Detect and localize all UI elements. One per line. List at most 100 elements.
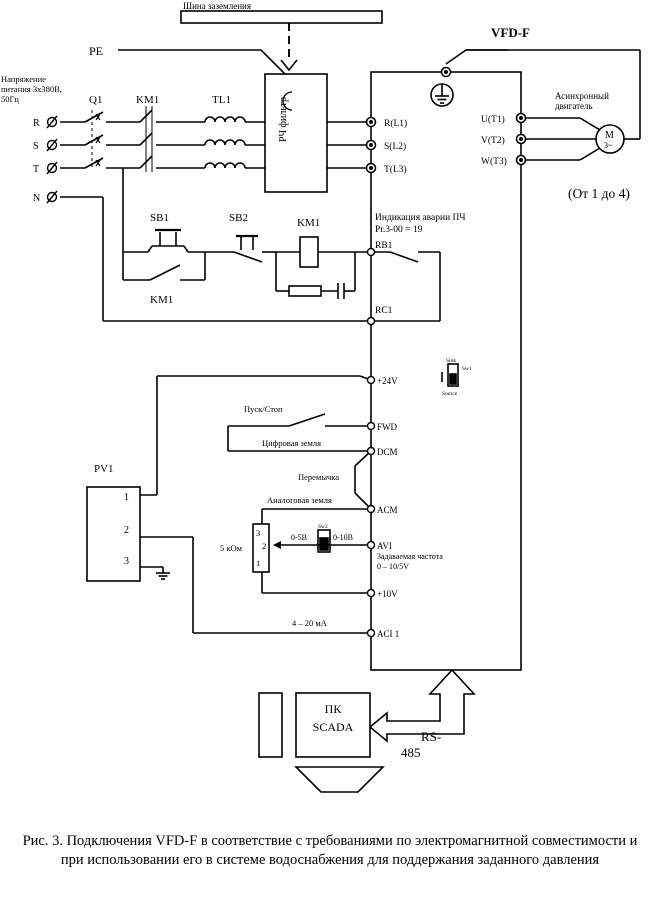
terminal-dcm <box>366 446 376 456</box>
pv1-box <box>86 486 141 582</box>
sw1-lever <box>449 373 457 385</box>
pe-wire-slant <box>260 49 286 75</box>
current-label: 4 – 20 мА <box>292 618 328 628</box>
terminal-avi <box>366 540 376 550</box>
sb1-contact-r <box>183 245 189 253</box>
fwd-label: FWD <box>377 422 398 432</box>
sw1-switch <box>447 363 459 387</box>
input-term-s: S(L2) <box>384 141 406 152</box>
ground-bus-label: Шина заземления <box>183 1 251 11</box>
pot-pin-3: 3 <box>256 528 260 538</box>
phase-n: N <box>33 193 40 204</box>
figure-caption: Рис. 3. Подключения VFD-F в соответствие… <box>22 833 638 868</box>
p10-label: +10V <box>377 589 398 599</box>
supply-terminal-s-slash <box>46 138 58 152</box>
q1-blade-s <box>84 134 104 146</box>
setpoint-line-2: 0 – 10/5V <box>377 562 409 571</box>
rs485-arrow <box>368 668 476 743</box>
vfd-title: VFD-F <box>491 25 530 40</box>
startstop-blade <box>288 413 326 427</box>
sink-label: Sink <box>446 358 456 364</box>
range-0-10v: 0-10В <box>333 533 353 542</box>
alarm-line-1: Индикация аварии ПЧ <box>375 213 466 223</box>
relay-blade <box>389 251 419 263</box>
terminal-aci <box>366 628 376 638</box>
pv1-pin-1: 1 <box>124 492 129 503</box>
w-wire-slant <box>579 147 601 161</box>
terminal-s-dot <box>369 143 373 147</box>
filter-label: РЧ фильтр <box>278 97 289 142</box>
jumper-label: Перемычка <box>298 472 339 482</box>
dcm-label: DCM <box>377 447 398 457</box>
supply-terminal-t <box>46 162 58 174</box>
phase-s: S <box>33 141 39 152</box>
terminal-10v <box>366 588 376 598</box>
km1-label: KM1 <box>136 94 159 106</box>
terminal-acm <box>366 504 376 514</box>
output-term-w: W(T3) <box>481 156 507 167</box>
setpoint-line-1: Задаваемая частота <box>377 552 443 561</box>
sb1-label: SB1 <box>150 212 169 224</box>
input-term-r: R(L1) <box>384 118 407 129</box>
pumps-note: (От 1 до 4) <box>568 186 630 201</box>
pv1-pin-2: 2 <box>124 525 129 536</box>
pe-label: PE <box>89 44 103 58</box>
pot-pin-1: 1 <box>256 558 260 568</box>
phase-r: R <box>33 118 40 129</box>
vfd-pe-dot <box>444 70 448 74</box>
pot-pin-2: 2 <box>262 541 266 551</box>
motor-title-1: Асинхронный <box>555 91 609 101</box>
rs485-label-1: RS- <box>421 729 441 744</box>
terminal-24v <box>366 375 376 385</box>
rb1-label: RB1 <box>375 241 393 251</box>
pv1-label: PV1 <box>94 463 114 475</box>
aci-label: ACI 1 <box>377 629 399 639</box>
sb1-contact-l <box>147 245 153 253</box>
motor-title-2: двигатель <box>555 101 593 111</box>
sb2-label: SB2 <box>229 212 248 224</box>
pv1-pin-3: 3 <box>124 556 129 567</box>
tl1-coil-s <box>204 139 246 146</box>
supply-line-3: 50Гц <box>1 94 19 104</box>
pot-value: 5 кОм <box>220 543 243 553</box>
potentiometer <box>252 523 270 573</box>
terminal-w-dot <box>519 158 523 162</box>
pc-label-1: ПК <box>325 702 343 716</box>
avi-label: AVI <box>377 541 392 551</box>
filter-loop <box>282 91 293 111</box>
ground-arrow <box>280 59 298 72</box>
km1-aux-blade <box>149 264 181 281</box>
km1-coil-box <box>299 236 319 268</box>
km1-contact-label: KM1 <box>150 294 173 306</box>
q1-cross-t <box>95 159 101 167</box>
pc-label-2: SCADA <box>313 720 354 734</box>
sw2-switch <box>317 529 331 553</box>
q1-blade-r <box>84 111 104 123</box>
digital-ground-label: Цифровая земля <box>262 438 321 448</box>
alarm-line-2: Pr.3-00 = 19 <box>375 225 423 235</box>
supply-line-1: Напряжение <box>1 74 46 84</box>
tl1-label: TL1 <box>212 94 231 106</box>
supply-terminal-n <box>46 191 58 203</box>
supply-terminal-t-slash <box>46 161 58 175</box>
q1-label: Q1 <box>89 94 102 106</box>
motor-m: M <box>605 130 614 141</box>
phase-t: T <box>33 164 39 175</box>
terminal-v-dot <box>519 137 523 141</box>
km1-coil-label: KM1 <box>297 217 320 229</box>
sw1-label: Sw1 <box>462 366 472 372</box>
output-term-u: U(T1) <box>481 114 505 125</box>
supply-terminal-n-slash <box>46 190 58 204</box>
tl1-coil-t <box>204 162 246 169</box>
supply-terminal-r <box>46 116 58 128</box>
terminal-r-dot <box>369 120 373 124</box>
supply-line-2: питания 3х380В, <box>1 84 62 94</box>
source-label: Source <box>442 391 458 397</box>
motor-3phase: 3~ <box>604 141 613 150</box>
q1-cross-r <box>95 113 101 121</box>
q1-blade-t <box>84 157 104 169</box>
acm-label: ACM <box>377 505 398 515</box>
supply-terminal-r-slash <box>46 115 58 129</box>
